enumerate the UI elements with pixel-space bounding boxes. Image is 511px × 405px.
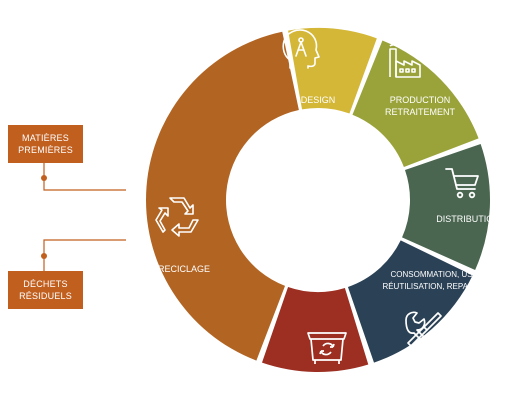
recycling-bin-icon: [307, 332, 347, 364]
segment-label-line: DISTRIBUTION: [436, 214, 500, 224]
segment-design: [288, 28, 377, 114]
connector-dechets: [43, 239, 126, 271]
segment-label-design: DESIGN: [301, 95, 336, 105]
connector-dot-matieres: [41, 175, 47, 181]
matieres-label-line-1: MATIÈRES: [22, 133, 69, 143]
segment-production: [352, 40, 479, 168]
segment-reciclage: [146, 31, 299, 361]
wrench-screwdriver-icon: [405, 311, 442, 350]
dechets-label-line-1: DÉCHETS: [23, 279, 68, 289]
matieres-premieres-box: MATIÈRES PREMIÈRES: [8, 125, 83, 163]
segment-label-line: RECICLAGE: [158, 264, 210, 274]
segment-label-distribution: DISTRIBUTION: [436, 214, 500, 224]
segment-label-ramassage: RAMASSAGE: [299, 377, 356, 387]
segment-label-line: PRODUCTION: [390, 95, 451, 105]
shopping-cart-icon: [445, 168, 479, 199]
segment-label-line: DESIGN: [301, 95, 336, 105]
factory-icon: [389, 42, 421, 78]
segment-label-consommation: CONSOMMATION, USAGE RÉUTILISATION, REPARA…: [382, 270, 497, 291]
segment-label-line: RÉUTILISATION, REPARATION: [382, 282, 497, 291]
segment-label-production: PRODUCTION RETRAITEMENT: [385, 95, 456, 117]
connectors: [41, 163, 126, 271]
matieres-label-line-2: PREMIÈRES: [18, 145, 73, 155]
segment-label-line: RETRAITEMENT: [385, 107, 456, 117]
head-compass-icon: [282, 29, 320, 69]
dechets-label-line-2: RÉSIDUELS: [19, 291, 72, 301]
recycle-icon: [155, 197, 199, 237]
segment-label-line: RAMASSAGE: [299, 377, 356, 387]
segment-label-line: CONSOMMATION, USAGE: [391, 270, 490, 279]
connector-matieres: [43, 163, 126, 191]
dechets-residuels-box: DÉCHETS RÉSIDUELS: [8, 271, 83, 309]
connector-dot-dechets: [41, 253, 47, 259]
segment-label-reciclage: RECICLAGE: [158, 264, 210, 274]
icons: [155, 29, 479, 364]
segment-consommation: [347, 240, 473, 363]
